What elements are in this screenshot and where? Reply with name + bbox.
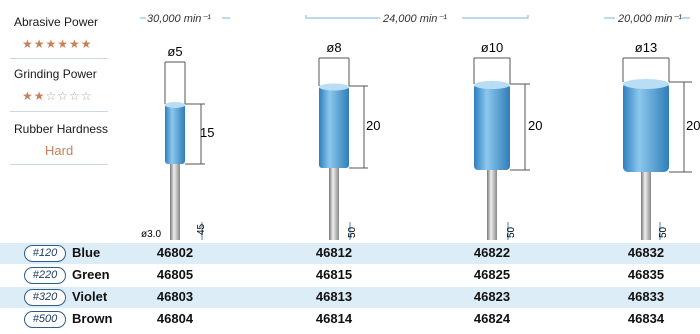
rubber-color: Blue: [72, 245, 101, 260]
grinding-stars-filled: ★★: [22, 89, 46, 103]
tool-2-length: 20: [366, 118, 380, 133]
product-code: 46814: [315, 311, 353, 326]
tool-4-length: 20: [686, 118, 700, 133]
tool-3-diameter: ø10: [481, 40, 503, 55]
grinding-stars-empty: ☆☆☆☆: [45, 89, 93, 103]
tool-4-shank-length: 50: [658, 226, 669, 238]
rubber-color: Green: [72, 267, 110, 282]
product-code: 46815: [315, 267, 353, 282]
tool-drawings: ø5 15 ø3.0 45 ø8 20 50 ø10: [140, 15, 700, 240]
product-code: 46824: [473, 311, 511, 326]
grinding-power-rating: ★★☆☆☆☆: [22, 89, 93, 103]
tool-head: [165, 104, 185, 164]
tool-1: ø5 15 ø3.0 45: [141, 44, 214, 240]
tool-1-shank-diameter: ø3.0: [141, 229, 161, 240]
product-code: 46834: [627, 311, 665, 326]
table-row: #120 Blue 46802 46812 46822 46832: [0, 243, 700, 264]
product-code: 46832: [627, 245, 665, 260]
product-code: 46823: [473, 289, 511, 304]
tool-head: [319, 86, 349, 168]
tool-top: [319, 83, 349, 91]
tool-head: [623, 82, 669, 172]
tool-1-shank-length: 45: [196, 223, 207, 235]
speed-group-3: 20,000 min⁻¹: [618, 13, 682, 25]
abrasive-power-label: Abrasive Power: [14, 15, 99, 29]
divider: [10, 58, 108, 59]
rubber-color: Brown: [72, 311, 113, 326]
tool-top: [165, 102, 185, 108]
product-code: 46833: [627, 289, 665, 304]
tool-3-length: 20: [528, 118, 542, 133]
speed-group-2: 24,000 min⁻¹: [383, 13, 447, 25]
product-code: 46805: [156, 267, 194, 282]
product-code: 46804: [156, 311, 194, 326]
table-row: #500 Brown 46804 46814 46824 46834: [0, 309, 700, 330]
tool-3: ø10 20 50: [473, 40, 542, 240]
product-code: 46812: [315, 245, 353, 260]
rubber-color: Violet: [72, 289, 108, 304]
divider: [10, 164, 108, 165]
table-row: #320 Violet 46803 46813 46823 46833: [0, 287, 700, 308]
tool-4-diameter: ø13: [635, 40, 657, 55]
product-code: 46803: [156, 289, 194, 304]
tool-3-shank-length: 50: [506, 226, 517, 238]
grit-badge: #500: [24, 311, 66, 328]
tool-head: [474, 84, 510, 170]
tool-top: [474, 81, 510, 89]
tool-2-diameter: ø8: [326, 40, 341, 55]
product-code: 46802: [156, 245, 194, 260]
grit-badge: #120: [24, 245, 66, 262]
product-code: 46813: [315, 289, 353, 304]
grit-badge: #320: [24, 289, 66, 306]
grinding-power-label: Grinding Power: [14, 67, 97, 81]
tool-shank: [170, 164, 180, 240]
grit-badge: #220: [24, 267, 66, 284]
tool-top: [623, 79, 669, 89]
spec-panel: Abrasive Power ★★★★★★ Grinding Power ★★☆…: [0, 0, 118, 240]
tool-4: ø13 20 50: [622, 40, 700, 240]
tool-shank: [487, 170, 497, 240]
speed-brackets: [140, 15, 690, 19]
rubber-hardness-label: Rubber Hardness: [14, 122, 109, 136]
table-row: #220 Green 46805 46815 46825 46835: [0, 265, 700, 286]
tool-2: ø8 20 50: [318, 40, 380, 240]
product-code: 46822: [473, 245, 511, 260]
tool-1-diameter: ø5: [167, 44, 182, 59]
divider: [10, 111, 108, 112]
tool-shank: [641, 172, 651, 240]
speed-group-1: 30,000 min⁻¹: [147, 13, 211, 25]
abrasive-power-rating: ★★★★★★: [22, 37, 93, 51]
tool-shank: [329, 168, 339, 240]
product-code: 46825: [473, 267, 511, 282]
product-code: 46835: [627, 267, 665, 282]
tool-2-shank-length: 50: [347, 226, 358, 238]
tool-1-length: 15: [200, 125, 214, 140]
rubber-hardness-value: Hard: [45, 143, 74, 158]
